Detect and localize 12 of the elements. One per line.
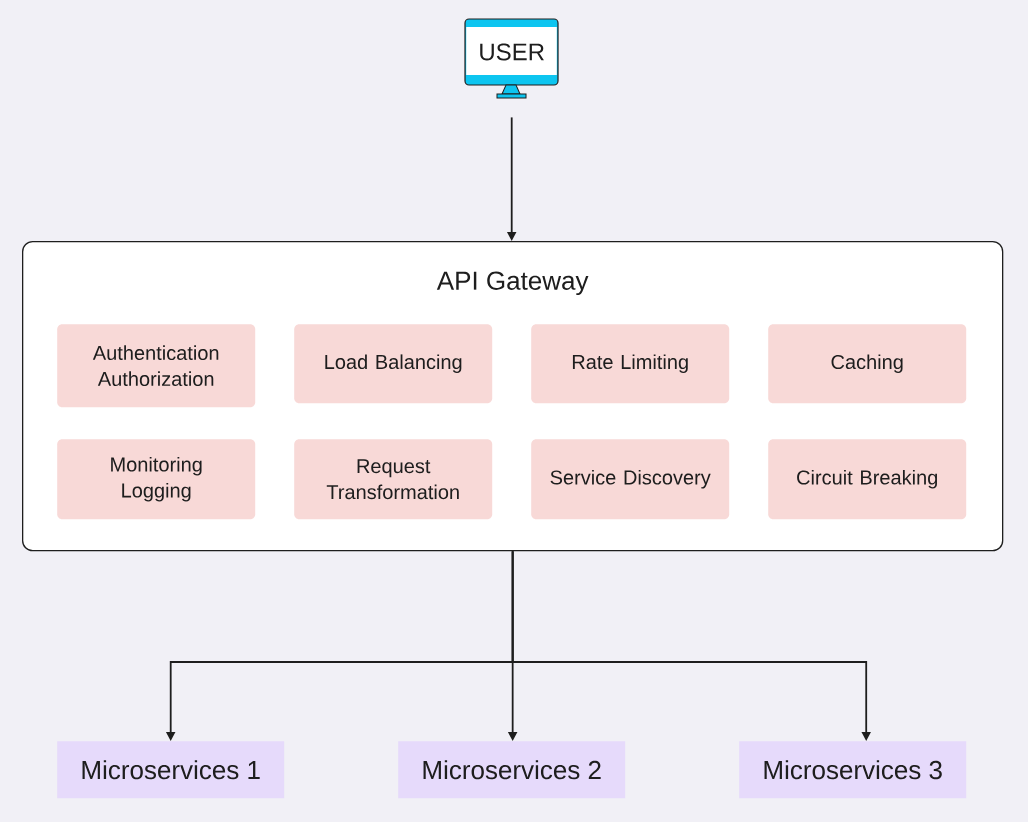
feature-box: Request Transformation: [294, 439, 493, 520]
feature-box: Service Discovery: [531, 439, 730, 520]
feature-box: Rate Limiting: [531, 324, 730, 404]
feature-box: Caching: [768, 324, 967, 404]
monitor: USER: [464, 18, 559, 99]
feature-box: Circuit Breaking: [768, 439, 967, 520]
service-box: Microservices 2: [398, 741, 626, 799]
service-box: Microservices 1: [57, 741, 285, 799]
feature-box: Load Balancing: [294, 324, 493, 404]
feature-box: Monitoring Logging: [57, 439, 256, 520]
service-box: Microservices 3: [739, 741, 967, 799]
feature-box: Authentication Authorization: [57, 324, 256, 408]
